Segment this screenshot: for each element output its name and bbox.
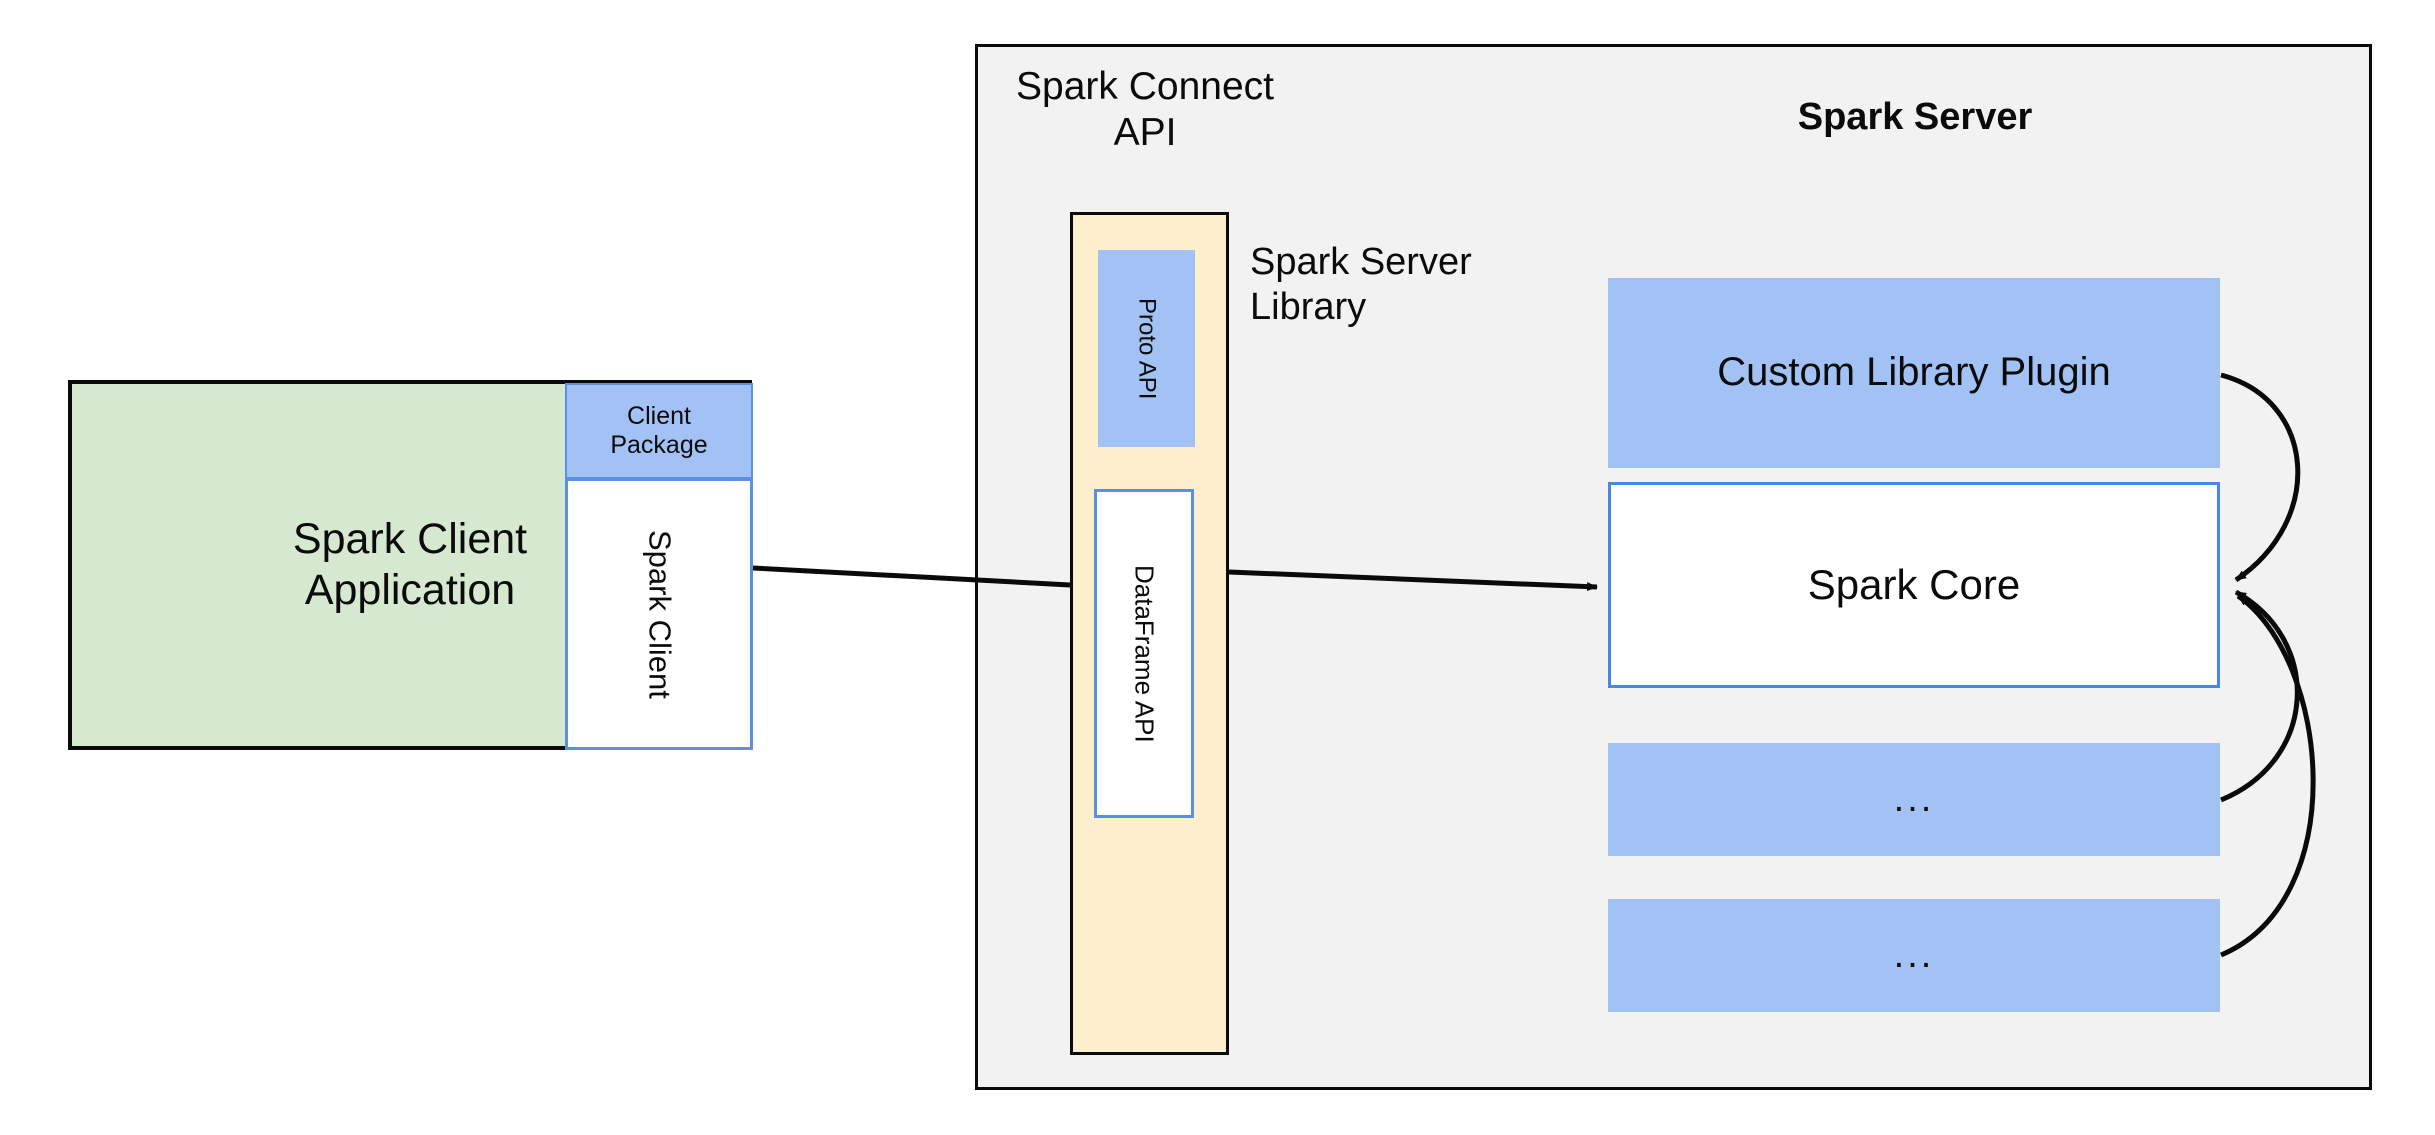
spark-connect-api-label-line1: Spark Connect [1016, 65, 1274, 108]
client-package-label-line2: Package [610, 431, 708, 459]
spark-server-library-label-line1: Spark Server [1250, 241, 1472, 283]
spark-core-block[interactable]: Spark Core [1608, 482, 2220, 688]
spark-core-label: Spark Core [1807, 561, 2021, 609]
spark-server-library-label-line2: Library [1250, 285, 1367, 328]
spark-connect-api-label: Spark Connect API [1000, 64, 1290, 154]
spark-client-label: Spark Client [642, 529, 678, 699]
client-package-label-line1: Client [627, 401, 691, 430]
placeholder-block-two[interactable]: ... [1608, 899, 2220, 1012]
custom-library-plugin-label: Custom Library Plugin [1717, 350, 2111, 395]
placeholder-one-label: ... [1893, 778, 1935, 821]
proto-api-block[interactable]: Proto API [1098, 250, 1195, 447]
spark-client-application-label-line2: Application [304, 566, 516, 614]
spark-client-application-label-line1: Spark Client [292, 515, 528, 564]
proto-api-label: Proto API [1133, 297, 1161, 400]
custom-library-plugin-block[interactable]: Custom Library Plugin [1608, 278, 2220, 468]
spark-client-block[interactable]: Spark Client [565, 478, 753, 750]
spark-server-library-label: Spark Server Library [1250, 240, 1550, 350]
spark-server-title: Spark Server [1797, 95, 2033, 138]
placeholder-two-label: ... [1893, 934, 1935, 977]
spark-connect-api-label-line2: API [1113, 111, 1177, 155]
client-package-block[interactable]: Client Package [565, 383, 753, 479]
dataframe-api-block[interactable]: DataFrame API [1094, 489, 1194, 818]
placeholder-block-one[interactable]: ... [1608, 743, 2220, 856]
dataframe-api-label: DataFrame API [1129, 564, 1160, 743]
